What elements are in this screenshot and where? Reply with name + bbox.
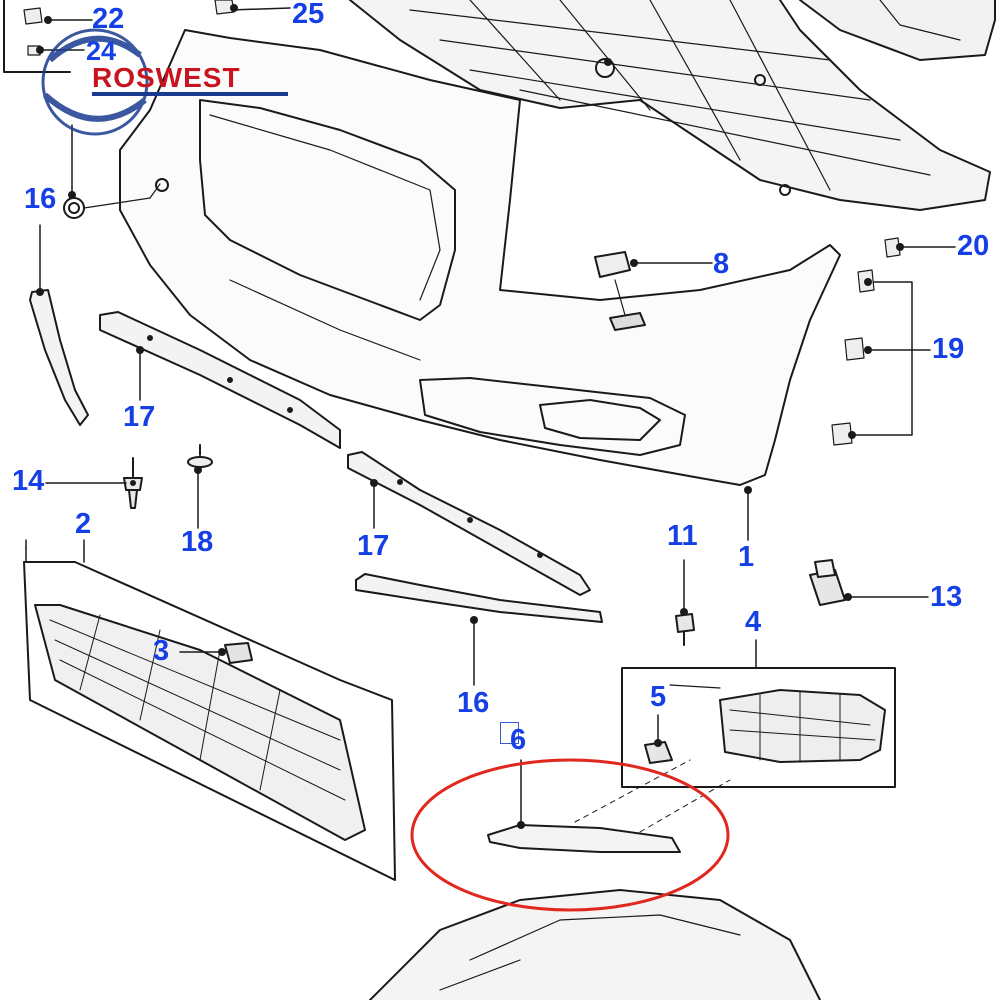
callout-20: 20: [957, 230, 990, 262]
callout-8: 8: [713, 248, 730, 280]
callout-1: 1: [738, 541, 755, 573]
fog-grille-assembly: [621, 667, 896, 788]
highlight-circle: [410, 758, 730, 912]
callout-2: 2: [75, 508, 92, 540]
callout-4: 4: [745, 606, 762, 638]
fasteners-top-left: [23, 0, 901, 446]
leader-lines: [25, 7, 956, 826]
inset-frame-top-left: [3, 0, 71, 73]
callout-13: 13: [930, 581, 963, 613]
callout-5: 5: [650, 681, 667, 713]
trim-strip-middle: [355, 573, 603, 623]
callout-11: 11: [667, 520, 698, 552]
callout-14: 14: [12, 465, 45, 497]
watermark-underline: [92, 92, 288, 96]
callout-16-middle: 16: [457, 687, 490, 719]
clip-13: [809, 559, 846, 606]
callout-6: 6: [510, 724, 527, 756]
callout-6-box: [500, 722, 519, 744]
watermark-logo-ring: [41, 28, 149, 136]
callout-24: 24: [86, 36, 117, 66]
leader-dots: [36, 4, 904, 829]
callout-18: 18: [181, 526, 214, 558]
callout-3: 3: [153, 635, 170, 667]
callout-17-right: 17: [357, 530, 390, 562]
lower-grille: [23, 561, 396, 881]
bracket-top-right: [799, 0, 996, 61]
clip-18: [187, 444, 213, 468]
watermark-text: ROSWEST: [92, 62, 241, 93]
tow-hook-cover: [594, 251, 646, 331]
callout-25: 25: [292, 0, 325, 30]
callout-16-top: 16: [24, 183, 57, 215]
vehicle-silhouette: [369, 889, 821, 1000]
reinforcement-strip-left: [99, 311, 341, 449]
callout-17-left: 17: [123, 401, 156, 433]
edge-strip-left: [29, 289, 89, 426]
callout-22: 22: [92, 3, 125, 35]
bolt: [675, 613, 695, 646]
undertray: [349, 0, 991, 211]
grille-clip: [224, 642, 253, 664]
highlighted-trim-strip: [487, 759, 731, 853]
callout-19: 19: [932, 333, 965, 365]
reinforcement-strip-right: [347, 451, 591, 596]
bumper-cover: [119, 29, 841, 486]
